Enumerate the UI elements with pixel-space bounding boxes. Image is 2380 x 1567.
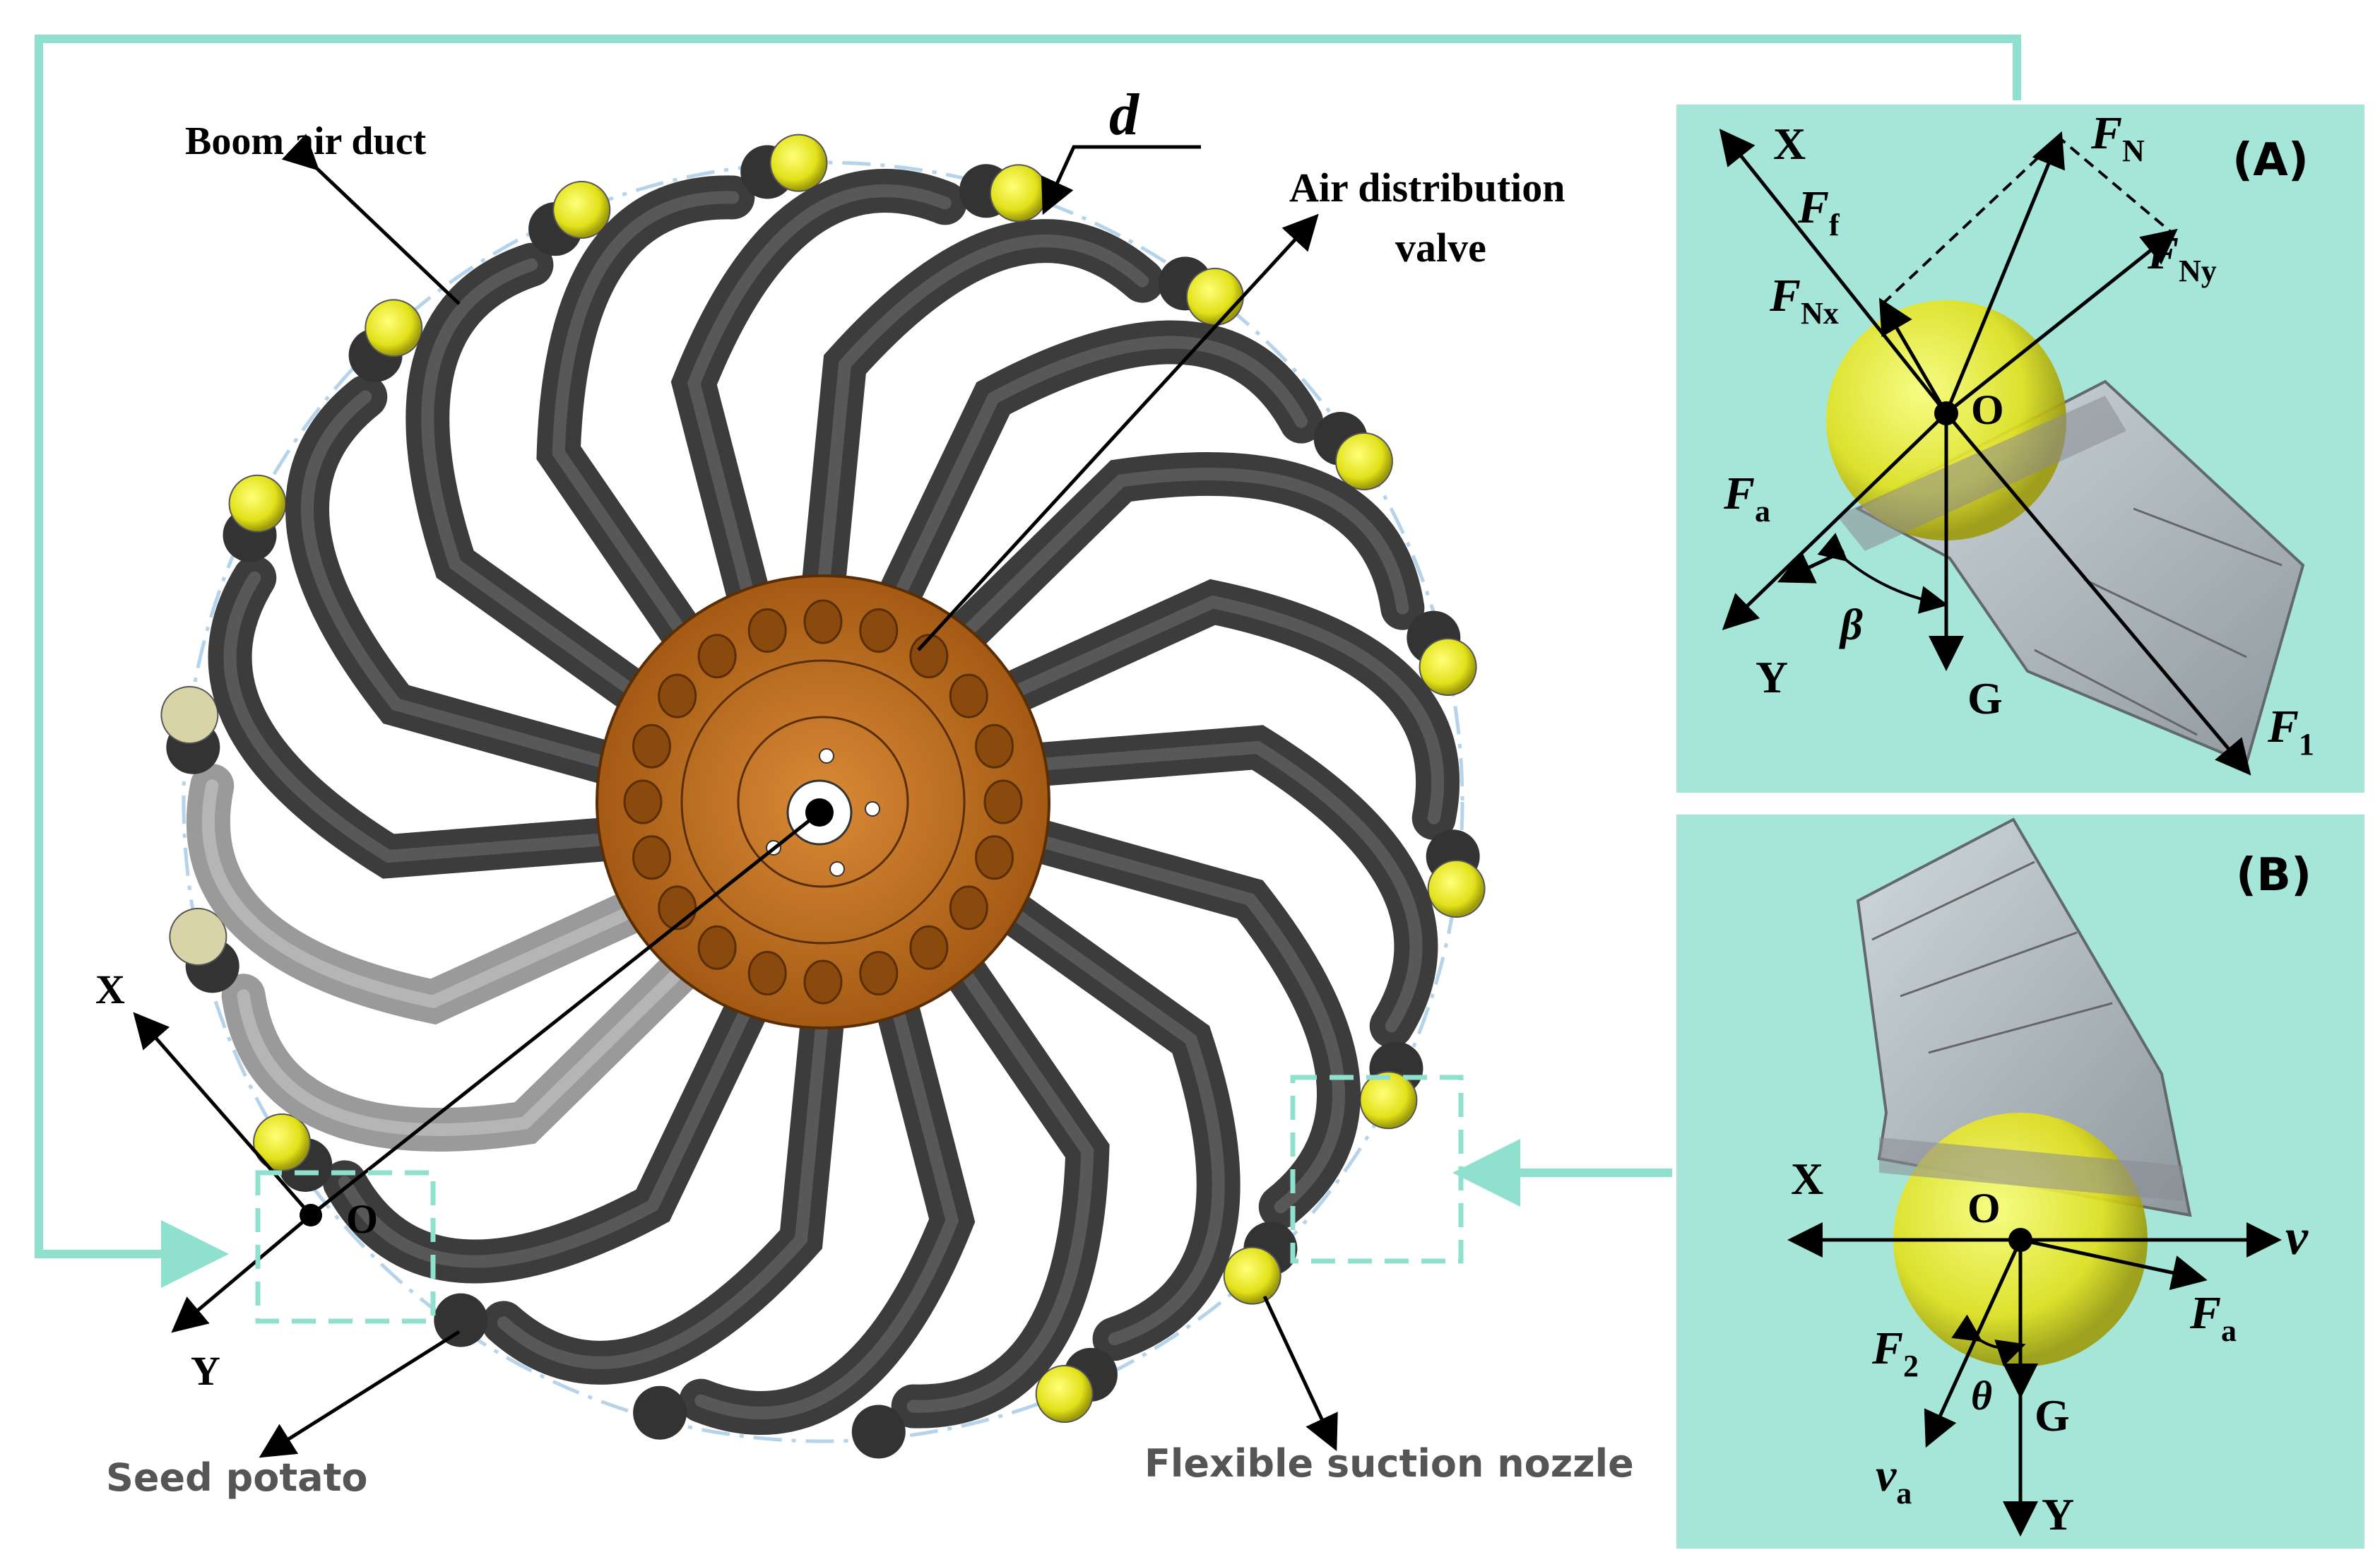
detail-y-label: Y [191, 1348, 220, 1394]
flexible-suction-nozzle-pointer [1262, 1295, 1338, 1452]
panel-a-origin-dot [1934, 401, 1958, 425]
suction-nozzle [851, 1405, 906, 1459]
air-distribution-valve-label-2: valve [1395, 225, 1486, 271]
valve-port [859, 608, 899, 653]
detail-box-left [255, 1170, 436, 1324]
seed-potato [1419, 637, 1477, 696]
suction-nozzle [434, 1293, 488, 1347]
distance-pointer [1041, 145, 1201, 215]
boom-air-duct [984, 579, 1460, 840]
panel-b-y-label: Y [2042, 1489, 2074, 1539]
panel-b-x-label: X [1791, 1154, 1823, 1204]
detail-origin-label: O [346, 1196, 378, 1242]
panel-b-origin-dot [2008, 1228, 2032, 1252]
panel-b-v-label: v [2285, 1209, 2309, 1265]
seed-potato [769, 134, 828, 192]
valve-port [632, 723, 671, 769]
suction-nozzle [633, 1385, 687, 1440]
panel-b-nozzle [1856, 817, 2192, 1217]
detail-x-label: X [95, 966, 125, 1012]
air-distribution-valve-hub [596, 574, 1050, 1029]
panel-a-f1-arrow [1945, 412, 2251, 776]
valve-port [975, 835, 1014, 880]
valve-port [632, 835, 671, 880]
radius-line [309, 811, 821, 1217]
panel-a-x-axis [1719, 129, 1948, 415]
panel-a-y-label: Y [1756, 652, 1788, 702]
seed-potato [365, 299, 423, 357]
seed-potato [253, 1113, 312, 1172]
seed-potato [1359, 1071, 1418, 1130]
valve-port [747, 608, 787, 653]
seed-potato [1223, 1246, 1281, 1305]
air-distribution-valve-pointer [917, 213, 1319, 651]
boom-air-duct-label: Boom air duct [185, 119, 427, 163]
valve-port [747, 951, 787, 996]
seed-potato [228, 474, 287, 533]
panel-a-force-label: FNx [1769, 270, 1839, 331]
valve-port [949, 673, 988, 719]
valve-port [803, 599, 843, 644]
panel-a-fn-arrow [1944, 131, 2065, 414]
valve-port [697, 925, 737, 970]
panel-a-x-label: X [1773, 119, 1806, 169]
panel-a-beta-label: β [1839, 601, 1863, 649]
boom-air-duct [984, 886, 1241, 1361]
seed-potato [160, 685, 219, 744]
panel-b-fa-arrow [2020, 1238, 2208, 1291]
detail-y-axis [171, 1214, 312, 1333]
valve-port [623, 779, 663, 824]
boom-air-duct [186, 764, 662, 1025]
seed-potato [1035, 1365, 1094, 1424]
seed-potato [169, 908, 227, 966]
seed-potato [1185, 268, 1244, 326]
boom-air-duct [405, 242, 662, 718]
seed-potato-label: Seed potato [106, 1455, 368, 1500]
panel-a-y-axis [1722, 412, 1948, 630]
panel-b-origin-label: O [1967, 1185, 2001, 1231]
panel-b-theta-label: θ [1971, 1373, 1992, 1419]
panel-b-tag: (B) [2236, 849, 2311, 901]
panel-a-fnx-arrow [1878, 297, 1948, 415]
panel-a-tag: (A) [2232, 134, 2309, 187]
orbit-circle [182, 160, 1464, 1443]
panel-b-theta-arc [1951, 1314, 2026, 1367]
valve-port [803, 959, 843, 1005]
seed-potato [552, 180, 611, 239]
valve-port [983, 779, 1023, 824]
detail-x-axis [133, 1012, 312, 1217]
valve-port [909, 925, 949, 970]
valve-port [975, 723, 1014, 769]
valve-port [658, 885, 697, 930]
boom-air-duct-pointer [281, 134, 461, 305]
seed-potato [989, 164, 1048, 223]
seed-potato [1427, 860, 1486, 918]
connector-line-a [35, 35, 2021, 1288]
seed-potato [1334, 432, 1393, 490]
distance-label: d [1109, 82, 1140, 148]
seed-potato-pointer [259, 1330, 461, 1458]
valve-port [949, 885, 988, 930]
panel-a-origin-label: O [1971, 386, 2004, 433]
flexible-suction-nozzle-label: Flexible suction nozzle [1144, 1441, 1634, 1486]
valve-port [658, 673, 697, 719]
valve-port [909, 634, 949, 679]
panel-a-fny-arrow [1945, 228, 2178, 415]
panel-a-beta-arc [1817, 533, 1948, 614]
detail-box-right [1290, 1075, 1464, 1264]
detail-origin-dot [300, 1204, 322, 1226]
valve-port [697, 634, 737, 679]
boom-air-ducts [160, 134, 1486, 1459]
panel-a-gravity-label: G [1967, 673, 2003, 723]
valve-port [859, 951, 899, 996]
panel-b-gravity-label: G [2035, 1390, 2070, 1441]
air-distribution-valve-label-1: Air distribution [1289, 165, 1565, 211]
